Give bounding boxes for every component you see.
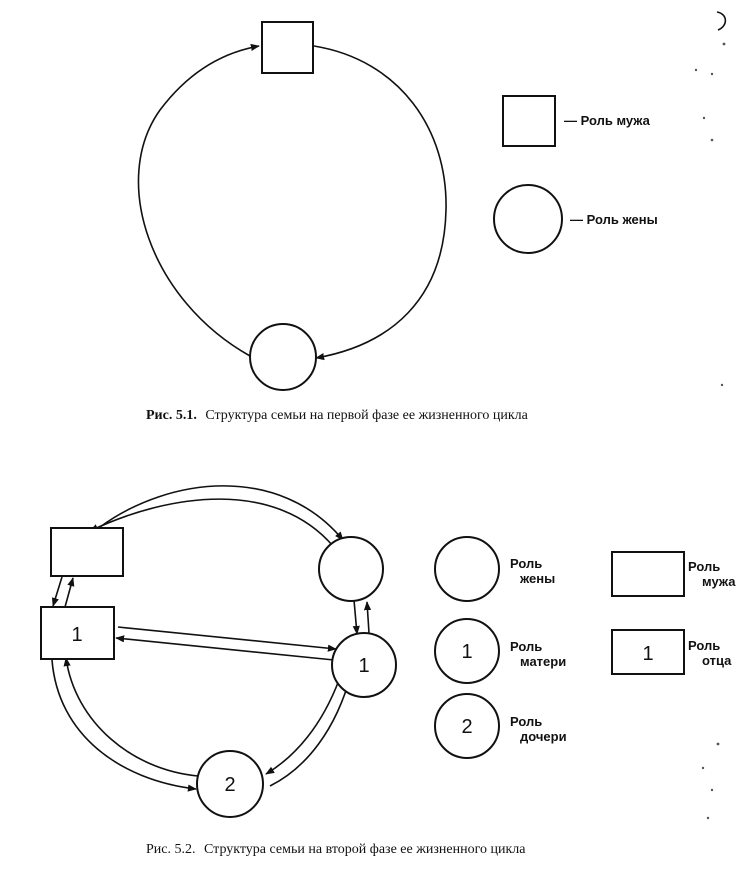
fig1-legend-husband-square	[502, 95, 556, 147]
fig2-legend-wife-line1: Роль	[510, 556, 542, 571]
fig2-legend-husband-line1: Роль	[688, 559, 720, 574]
fig1-caption-text: Структура семьи на первой фазе ее жизнен…	[205, 408, 528, 423]
fig2-legend-daughter-circle	[434, 693, 500, 759]
fig2-legend-daughter-number: 2	[461, 716, 472, 738]
fig2-legend-husband-line2: мужа	[702, 574, 736, 589]
fig2-link-wife-to-mother	[352, 599, 360, 635]
fig2-father-number: 1	[71, 624, 82, 646]
fig2-daughter-circle	[196, 750, 264, 818]
scan-dot-5	[710, 138, 714, 142]
fig1-arc-right	[313, 45, 447, 361]
scan-dot-7	[716, 742, 720, 746]
fig1-legend-wife-label: — Роль жены	[570, 212, 658, 227]
fig2-arc-wife-to-husband	[89, 498, 334, 547]
fig2-legend-father-number: 1	[642, 643, 653, 665]
fig2-arc-father-to-daughter	[51, 659, 197, 792]
scan-dot-9	[710, 788, 714, 792]
scan-mark-top-right	[716, 11, 727, 31]
fig2-legend-mother-number: 1	[461, 641, 472, 663]
fig1-legend-wife-circle	[493, 184, 563, 254]
fig2-legend-daughter-line1: Роль	[510, 714, 542, 729]
fig2-arc-daughter-to-father	[63, 657, 199, 777]
fig2-legend-wife-line2: жены	[519, 571, 555, 586]
fig2-link-mother-to-wife	[363, 601, 372, 634]
scan-artifacts	[694, 11, 727, 820]
fig2-caption-text: Структура семьи на второй фазе ее жизнен…	[204, 842, 526, 857]
fig2-husband-rect	[50, 527, 124, 577]
scan-dot-8	[701, 766, 705, 770]
scan-dot-6	[720, 383, 724, 387]
fig2-arc-mother-to-daughter	[265, 679, 340, 775]
fig1-caption-label: Рис. 5.1.	[146, 408, 197, 423]
fig2-caption-label: Рис. 5.2.	[146, 842, 196, 857]
fig2-daughter-number: 2	[224, 774, 235, 796]
fig2-arc-daughter-to-mother	[269, 673, 353, 787]
fig2-father-rect	[40, 606, 115, 660]
fig2-legend-mother-line1: Роль	[510, 639, 542, 654]
fig1-arc-left	[137, 43, 260, 357]
scan-dot-4	[702, 116, 706, 120]
fig2-arc-husband-to-wife	[99, 485, 344, 541]
fig2-legend-mother-circle	[434, 618, 500, 684]
scan-dot-2	[694, 68, 698, 72]
fig2-legend-husband-rect	[611, 551, 685, 597]
scan-dot-3	[710, 72, 714, 76]
fig1-legend-husband-label: — Роль мужа	[564, 113, 651, 128]
fig2-mother-number: 1	[358, 655, 369, 677]
fig2-mother-circle	[331, 632, 397, 698]
fig2-legend-father-line1: Роль	[688, 638, 720, 653]
fig2-caption: Рис. 5.2. Структура семьи на второй фазе…	[146, 842, 526, 857]
fig2-link-husband-to-father	[51, 576, 63, 607]
fig2-legend-mother-line2: матери	[520, 654, 566, 669]
fig2-legend-daughter-line2: дочери	[520, 729, 567, 744]
fig1-wife-circle	[249, 323, 317, 391]
fig2-legend-father-rect	[611, 629, 685, 675]
figure-1: — Роль мужа — Роль жены Рис. 5.1. Структ…	[137, 21, 658, 423]
fig2-legend-wife-circle	[434, 536, 500, 602]
fig1-caption: Рис. 5.1. Структура семьи на первой фазе…	[146, 408, 529, 423]
figure-2: 1 1 2 Роль жены Роль мужа 1 Роль матери …	[40, 485, 736, 857]
fig2-wife-circle	[318, 536, 384, 602]
fig2-link-father-to-husband	[64, 577, 75, 608]
fig1-husband-square	[261, 21, 314, 74]
scan-dot-1	[722, 42, 726, 46]
scan-dot-10	[706, 816, 710, 820]
fig2-link-father-to-mother	[117, 626, 337, 652]
fig2-legend-father-line2: отца	[702, 653, 732, 668]
fig2-link-mother-to-father	[115, 635, 335, 661]
